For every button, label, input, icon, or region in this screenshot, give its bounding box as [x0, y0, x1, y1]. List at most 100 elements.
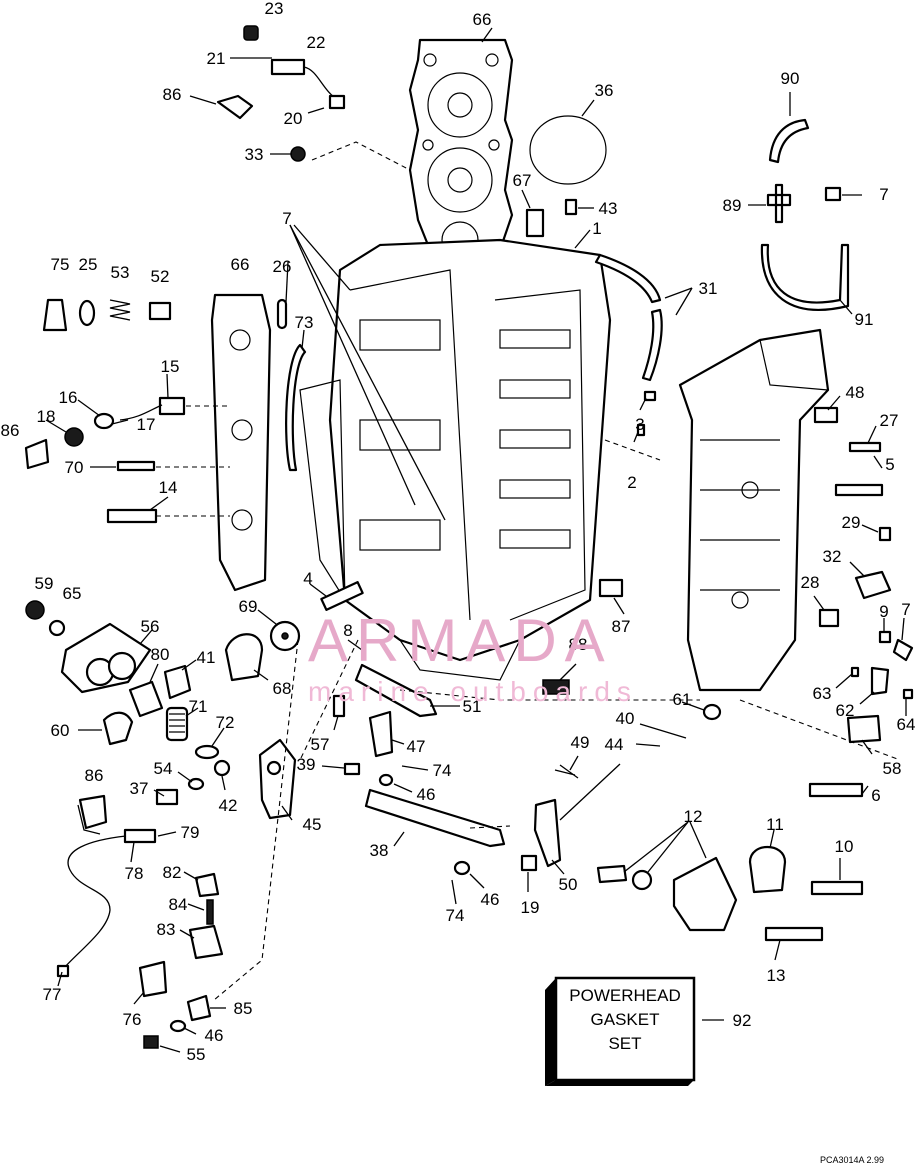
gasket-set-line2: GASKET [590, 1010, 660, 1029]
callout-15: 15 [161, 357, 180, 376]
callout-49: 49 [571, 733, 590, 752]
callout-25: 25 [79, 255, 98, 274]
callout-31: 31 [699, 279, 718, 298]
callout-62: 62 [836, 701, 855, 720]
callout-66: 66 [231, 255, 250, 274]
cylinder-head-gasket [408, 38, 514, 259]
callout-50: 50 [559, 875, 578, 894]
callout-78: 78 [125, 864, 144, 883]
callout-76: 76 [123, 1010, 142, 1029]
callout-6: 6 [871, 786, 880, 805]
callout-63: 63 [813, 684, 832, 703]
callout-7: 7 [901, 600, 910, 619]
callout-7: 7 [282, 209, 291, 228]
callout-54: 54 [154, 759, 173, 778]
callout-58: 58 [883, 759, 902, 778]
callout-4: 4 [303, 569, 312, 588]
callout-28: 28 [801, 573, 820, 592]
callout-29: 29 [842, 513, 861, 532]
callout-90: 90 [781, 69, 800, 88]
callout-86: 86 [163, 85, 182, 104]
callout-44: 44 [605, 735, 624, 754]
callout-10: 10 [835, 837, 854, 856]
cylinder-block [299, 238, 612, 681]
hose-90 [768, 118, 810, 164]
gasket-set-line3: SET [608, 1034, 642, 1053]
callout-86: 86 [85, 766, 104, 785]
callout-88: 88 [569, 635, 588, 654]
callout-14: 14 [159, 478, 178, 497]
hose-73 [285, 343, 307, 472]
callout-57: 57 [311, 735, 330, 754]
gasket-set-line1: POWERHEAD [569, 986, 681, 1005]
callout-46: 46 [205, 1026, 224, 1045]
callout-41: 41 [197, 648, 216, 667]
callout-59: 59 [35, 574, 54, 593]
callout-69: 69 [239, 597, 258, 616]
callout-73: 73 [295, 313, 314, 332]
callout-91: 91 [855, 310, 874, 329]
callout-80: 80 [151, 645, 170, 664]
callout-22: 22 [307, 33, 326, 52]
callout-21: 21 [207, 49, 226, 68]
gasket-set-label: POWERHEAD GASKET SET [556, 984, 694, 1056]
callout-36: 36 [595, 81, 614, 100]
callout-61: 61 [673, 690, 692, 709]
callout-77: 77 [43, 985, 62, 1004]
callout-45: 45 [303, 815, 322, 834]
callout-16: 16 [59, 388, 78, 407]
callout-32: 32 [823, 547, 842, 566]
callout-19: 19 [521, 898, 540, 917]
callout-64: 64 [897, 715, 916, 734]
figure-code: PCA3014A 2.99 [820, 1155, 885, 1165]
callout-75: 75 [51, 255, 70, 274]
reference-lines [156, 141, 901, 1001]
callout-82: 82 [163, 863, 182, 882]
callout-3: 3 [635, 415, 644, 434]
callout-33: 33 [245, 145, 264, 164]
callout-51: 51 [463, 697, 482, 716]
callout-20: 20 [284, 109, 303, 128]
callout-72: 72 [216, 713, 235, 732]
callout-11: 11 [766, 815, 784, 834]
callout-70: 70 [65, 458, 84, 477]
callout-17: 17 [137, 415, 156, 434]
small-parts [24, 25, 914, 1049]
watermark-tagline: marine outboards [308, 676, 638, 707]
callout-92: 92 [733, 1011, 752, 1030]
callout-68: 68 [273, 679, 292, 698]
callout-83: 83 [157, 920, 176, 939]
callout-12: 12 [684, 807, 703, 826]
o-ring-36 [529, 115, 607, 185]
callout-74: 74 [446, 906, 465, 925]
callout-38: 38 [370, 841, 389, 860]
gasket-set-box [545, 976, 696, 1086]
callout-27: 27 [880, 411, 899, 430]
callout-37: 37 [130, 779, 149, 798]
hose-31-upper [594, 253, 662, 304]
leader-lines [45, 27, 907, 1053]
callout-48: 48 [846, 383, 865, 402]
callout-89: 89 [723, 196, 742, 215]
exhaust-manifold [678, 328, 830, 692]
callout-5: 5 [885, 455, 894, 474]
callout-9: 9 [879, 602, 888, 621]
callout-74: 74 [433, 761, 452, 780]
callout-53: 53 [111, 263, 130, 282]
callout-39: 39 [297, 755, 316, 774]
callout-52: 52 [151, 267, 170, 286]
callout-56: 56 [141, 617, 160, 636]
callout-23: 23 [265, 0, 284, 18]
watermark-brand: ARMADA [308, 607, 613, 674]
callout-18: 18 [37, 407, 56, 426]
callout-40: 40 [616, 709, 635, 728]
callout-60: 60 [51, 721, 70, 740]
hose-91 [760, 243, 850, 311]
callout-71: 71 [189, 697, 208, 716]
callout-87: 87 [612, 617, 631, 636]
hose-31-lower [641, 308, 663, 382]
callout-43: 43 [599, 199, 618, 218]
callout-1: 1 [592, 219, 601, 238]
